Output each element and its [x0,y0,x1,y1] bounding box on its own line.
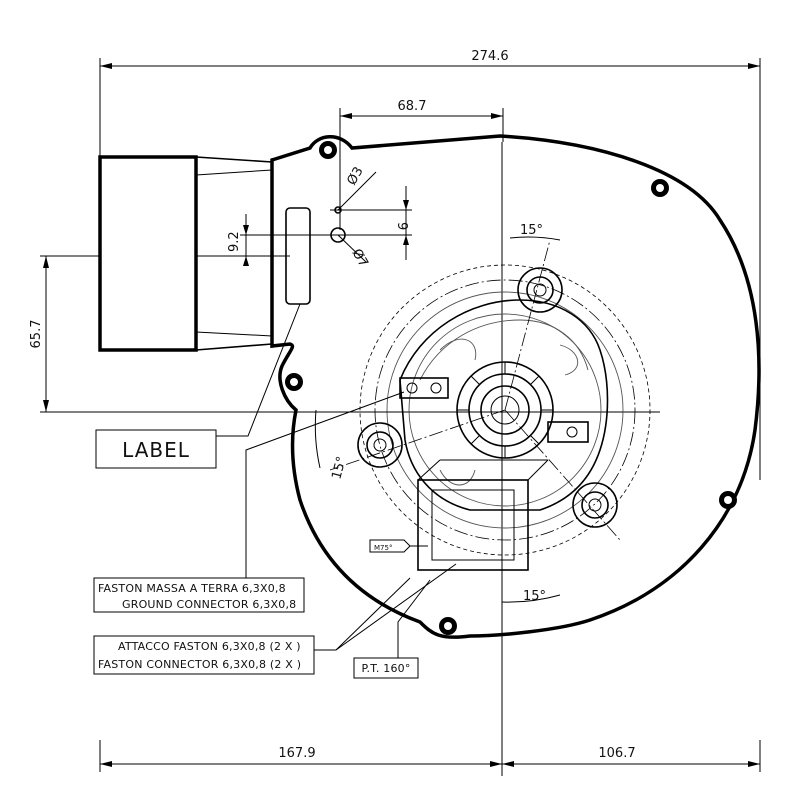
reference-holes: Ø3 Ø7 9 9.2 [227,164,412,270]
angle-annotations: 15° 15° 15° [314,223,561,604]
thermal-text: P.T. 160° [361,662,410,675]
angle-bottom-text: 15° [523,589,546,604]
ground-it-text: FASTON MASSA A TERRA 6,3X0,8 [98,582,286,595]
ground-connector-callout: FASTON MASSA A TERRA 6,3X0,8 GROUND CONN… [93,391,405,613]
angle-left-text: 15° [329,455,349,481]
dimension-overall-width: 274.6 [99,49,761,480]
dim-overall-width-text: 274.6 [471,49,508,64]
dim-outlet-height-text: 65.7 [29,320,44,349]
angle-top-text: 15° [520,223,543,238]
hole-offset-text: 9.2 [227,231,242,252]
faston-en-text: FASTON CONNECTOR 6,3X0,8 (2 X ) [98,658,301,671]
faston-it-text: ATTACCO FASTON 6,3X0,8 (2 X ) [118,640,301,653]
label-box-text: LABEL [122,438,190,462]
dim-flange-offset-text: 68.7 [398,99,427,114]
dimension-flange-offset: 68.7 [339,99,504,230]
m75-tag: M75° [369,539,428,553]
motor-assembly [329,239,660,571]
faston-connector-callout: ATTACCO FASTON 6,3X0,8 (2 X ) FASTON CON… [93,563,457,675]
dim-left-width-text: 167.9 [278,746,315,761]
hole-spacing-text: 9 [394,222,409,230]
label-slot [285,207,311,305]
thermal-protector-callout: P.T. 160° [353,579,431,679]
dim-right-width-text: 106.7 [598,746,635,761]
ground-en-text: GROUND CONNECTOR 6,3X0,8 [122,598,296,611]
label-callout: LABEL [95,303,301,469]
m75-text: M75° [374,544,392,552]
dia-large-text: Ø7 [349,247,371,271]
housing-mounting-holes [285,141,737,635]
volute-housing-outline [270,134,761,639]
dimension-bottom: 167.9 106.7 [99,740,761,772]
